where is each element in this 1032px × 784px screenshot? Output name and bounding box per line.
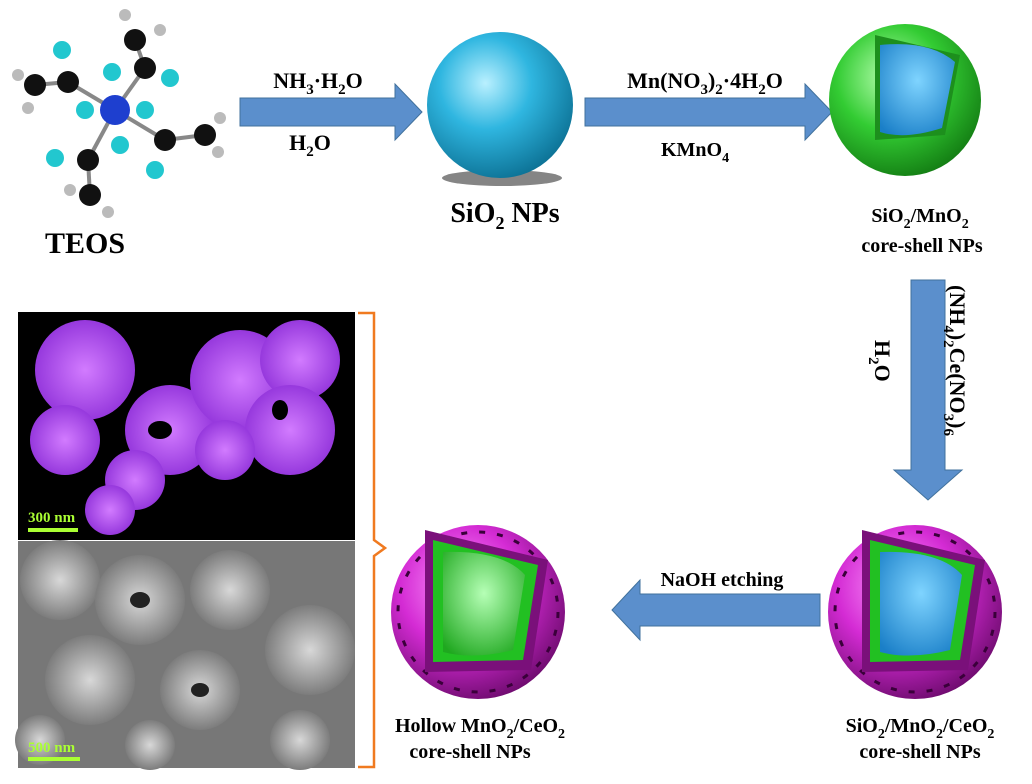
step3-reagent-water: H2O [865, 340, 895, 382]
arrow-step4-icon [611, 578, 821, 642]
sem-image-grayscale [15, 540, 355, 770]
hollow-label-line2: core-shell NPs [409, 741, 530, 763]
triple-shell-label-line1: SiO2/MnO2/CeO2 [846, 715, 995, 742]
step1-reagent-top: NH3·H2O [273, 68, 363, 98]
sio2-label: SiO2 NPs [450, 198, 559, 233]
scale-label-top: 300 nm [28, 510, 76, 526]
hollow-mno2-ceo2-sphere-icon [391, 525, 565, 699]
hollow-label-line1: Hollow MnO2/CeO2 [395, 715, 565, 742]
step2-reagent-top: Mn(NO3)2·4H2O [627, 68, 783, 98]
step3-reagent-cerium: (NH4)2Ce(NO3)6 [940, 285, 970, 436]
sio2-mno2-sphere-icon [829, 24, 981, 176]
teos-label: TEOS [45, 227, 125, 260]
scale-bar-500nm [28, 757, 80, 761]
arrow-step3-icon [892, 279, 964, 501]
step1-reagent-bottom: H2O [289, 130, 331, 160]
scale-label-bottom: 500 nm [28, 740, 76, 756]
step2-reagent-bottom: KMnO4 [661, 139, 729, 166]
teos-molecule-icon [12, 9, 226, 218]
step4-label: NaOH etching [661, 569, 784, 591]
triple-shell-label-line2: core-shell NPs [859, 741, 980, 763]
sio2-mno2-ceo2-sphere-icon [828, 525, 1002, 699]
scale-bar-300nm [28, 528, 78, 532]
arrow-step1-icon [239, 82, 423, 142]
sio2-mno2-label-line2: core-shell NPs [861, 235, 982, 257]
arrow-step2-icon [584, 82, 833, 142]
sio2-mno2-label-line1: SiO2/MnO2 [871, 205, 968, 232]
sem-image-colored [18, 312, 355, 540]
sio2-sphere-icon [427, 32, 573, 178]
bracket-icon [358, 311, 388, 769]
